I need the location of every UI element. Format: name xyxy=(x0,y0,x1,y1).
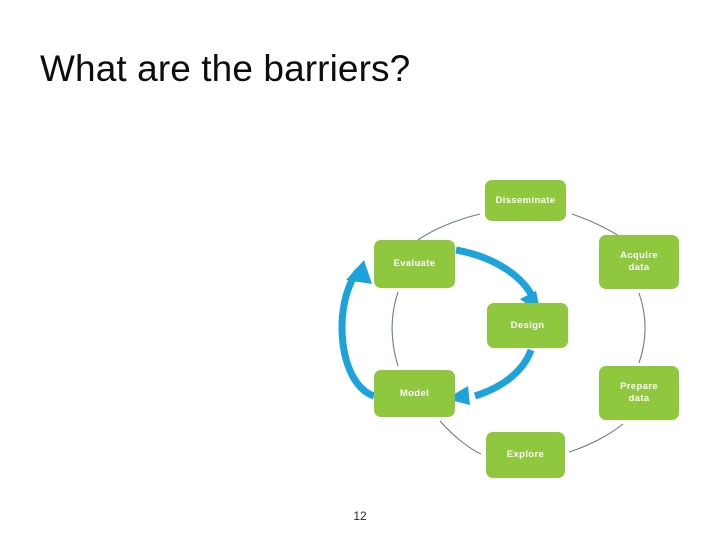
arrowhead-to-evaluate xyxy=(346,260,372,284)
node-disseminate[interactable]: Disseminate xyxy=(485,180,566,221)
node-model-label: Model xyxy=(399,387,430,399)
arc-disseminate-evaluate xyxy=(417,213,481,241)
node-evaluate[interactable]: Evaluate xyxy=(374,240,455,288)
node-model[interactable]: Model xyxy=(374,370,455,417)
arc-model-evaluate xyxy=(391,291,399,367)
node-prepare-data-label-line1: Prepare xyxy=(620,381,658,392)
node-explore-label: Explore xyxy=(506,449,545,460)
node-acquire-data[interactable]: Acquire data xyxy=(599,235,679,289)
page-number: 12 xyxy=(353,509,367,523)
node-acquire-data-label-line2: data xyxy=(628,262,650,273)
arc-explore-model xyxy=(439,420,482,455)
node-design[interactable]: Design xyxy=(487,303,568,348)
node-prepare-data[interactable]: Prepare data xyxy=(599,366,679,420)
arrow-evaluate-to-design-shaft xyxy=(455,246,536,298)
blue-cycle-arrows xyxy=(338,246,536,400)
node-prepare-data-label-line2: data xyxy=(628,393,650,404)
arc-acquire-prepare xyxy=(638,292,646,364)
node-evaluate-label: Evaluate xyxy=(393,258,436,269)
connector-arcs xyxy=(391,213,646,455)
arrow-model-to-evaluate-shaft xyxy=(338,268,376,400)
arc-prepare-explore xyxy=(568,423,624,453)
page-title: What are the barriers? xyxy=(40,48,411,89)
node-disseminate-label: Disseminate xyxy=(495,194,556,206)
node-explore[interactable]: Explore xyxy=(486,432,565,478)
node-acquire-data-label-line1: Acquire xyxy=(620,250,658,261)
node-design-label: Design xyxy=(510,319,545,331)
cycle-diagram: Disseminate Acquire data Prepare data Ex… xyxy=(320,168,700,490)
arrow-design-to-model-shaft xyxy=(473,348,535,400)
